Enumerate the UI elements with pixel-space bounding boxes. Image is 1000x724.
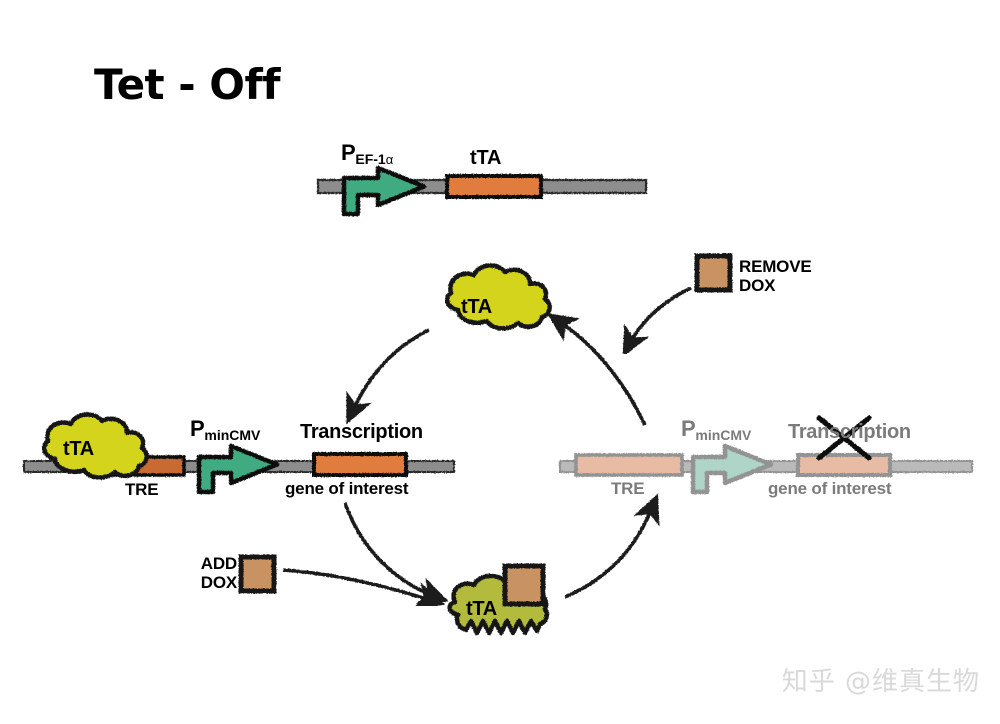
promoter-label-mincmv-right-sub: minCMV	[695, 427, 752, 443]
watermark: 知乎 @维真生物	[781, 667, 980, 697]
promoter-label-mincmv-right-p: P	[681, 416, 696, 441]
gene-box-goi-right	[796, 453, 892, 477]
tre-box-right	[574, 453, 684, 477]
tta-dox-complex-blob	[447, 563, 550, 636]
promoter-label-ef1a: PEF-1α	[341, 140, 394, 167]
arrow-remove-dox-to-tta	[622, 286, 692, 358]
remove-dox-line1: REMOVE	[739, 257, 812, 276]
promoter-label-mincmv-left-p: P	[190, 416, 205, 441]
arrow-complex-to-right-construct	[564, 493, 660, 599]
add-dox-label: ADD DOX	[189, 554, 237, 592]
promoter-label-ef1a-p: P	[341, 140, 356, 165]
add-dox-line1: ADD	[200, 554, 237, 573]
gene-box-goi-left	[312, 452, 408, 477]
gene-label-tta-top: tTA	[470, 147, 502, 169]
promoter-arrow-mincmv-left	[196, 443, 280, 495]
add-dox-line2: DOX	[200, 573, 237, 592]
tre-label-right: TRE	[611, 479, 645, 498]
arrow-right-construct-to-tta	[546, 313, 647, 426]
promoter-label-mincmv-left-sub: minCMV	[204, 427, 261, 443]
promoter-arrow-ef1a	[341, 165, 427, 217]
remove-dox-label: REMOVE DOX	[739, 257, 812, 295]
gene-label-goi-right: gene of interest	[768, 479, 892, 498]
dox-square-remove	[694, 253, 733, 293]
tta-protein-label: tTA	[461, 296, 492, 318]
transcription-blocked-x-icon	[816, 415, 872, 461]
page-title: Tet - Off	[94, 60, 281, 109]
arrow-add-dox-to-complex	[282, 568, 446, 610]
gene-label-goi-left: gene of interest	[285, 479, 409, 498]
tre-label-left: TRE	[125, 480, 159, 499]
tta-blob-bound-left	[42, 412, 149, 480]
promoter-label-mincmv-left: PminCMV	[190, 416, 261, 443]
promoter-label-ef1a-sub: EF-1	[355, 151, 386, 167]
transcription-label-left: Transcription	[300, 421, 423, 443]
remove-dox-line2: DOX	[739, 276, 776, 295]
promoter-label-ef1a-alpha: α	[385, 152, 394, 167]
top-construct-group	[316, 165, 648, 217]
gene-box-tta-top	[445, 174, 543, 199]
arrow-tta-to-left-construct	[346, 328, 430, 425]
promoter-label-mincmv-right: PminCMV	[681, 416, 752, 443]
tta-protein-blob	[445, 263, 552, 331]
dox-square-add	[238, 554, 277, 594]
transcription-label-right: Transcription	[788, 421, 911, 443]
right-construct-group	[559, 443, 973, 495]
promoter-arrow-mincmv-right	[690, 443, 774, 495]
tta-bound-label-left: tTA	[63, 438, 94, 460]
dox-square-bound	[502, 563, 546, 607]
tta-dox-complex-label: tTA	[466, 598, 497, 620]
